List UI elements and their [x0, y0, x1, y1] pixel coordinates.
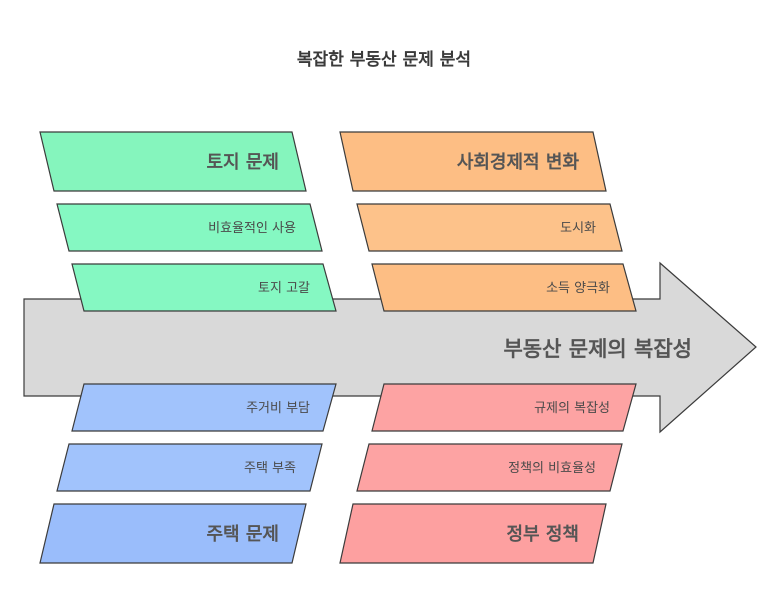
spine-label: 부동산 문제의 복잡성: [503, 337, 692, 361]
social-item-box: [356, 203, 623, 252]
social-item-box: [371, 263, 637, 312]
policy-item-1: 규제의 복잡성: [534, 401, 610, 416]
housing-header-box: [39, 503, 307, 564]
land-header-box: [39, 131, 307, 192]
policy-item-box: [356, 443, 623, 492]
housing-item-2: 주택 부족: [244, 461, 296, 476]
policy-item-2: 정책의 비효율성: [508, 461, 596, 476]
land-item-1: 비효율적인 사용: [208, 221, 296, 236]
policy-header: 정부 정책: [506, 524, 579, 545]
land-header: 토지 문제: [206, 152, 279, 173]
social-header: 사회경제적 변화: [457, 152, 580, 173]
land-item-box: [56, 203, 323, 252]
diagram-title: 복잡한 부동산 문제 분석: [297, 50, 471, 70]
housing-item-box: [56, 443, 323, 492]
housing-item-1: 주거비 부담: [246, 401, 310, 416]
social-header-box: [339, 131, 607, 192]
housing-header: 주택 문제: [206, 524, 279, 545]
policy-item-box: [371, 383, 637, 432]
housing-item-box: [71, 383, 337, 432]
land-item-box: [71, 263, 337, 312]
social-item-2: 소득 양극화: [546, 281, 610, 296]
social-item-1: 도시화: [560, 221, 596, 236]
land-item-2: 토지 고갈: [258, 281, 310, 296]
policy-header-box: [339, 503, 607, 564]
